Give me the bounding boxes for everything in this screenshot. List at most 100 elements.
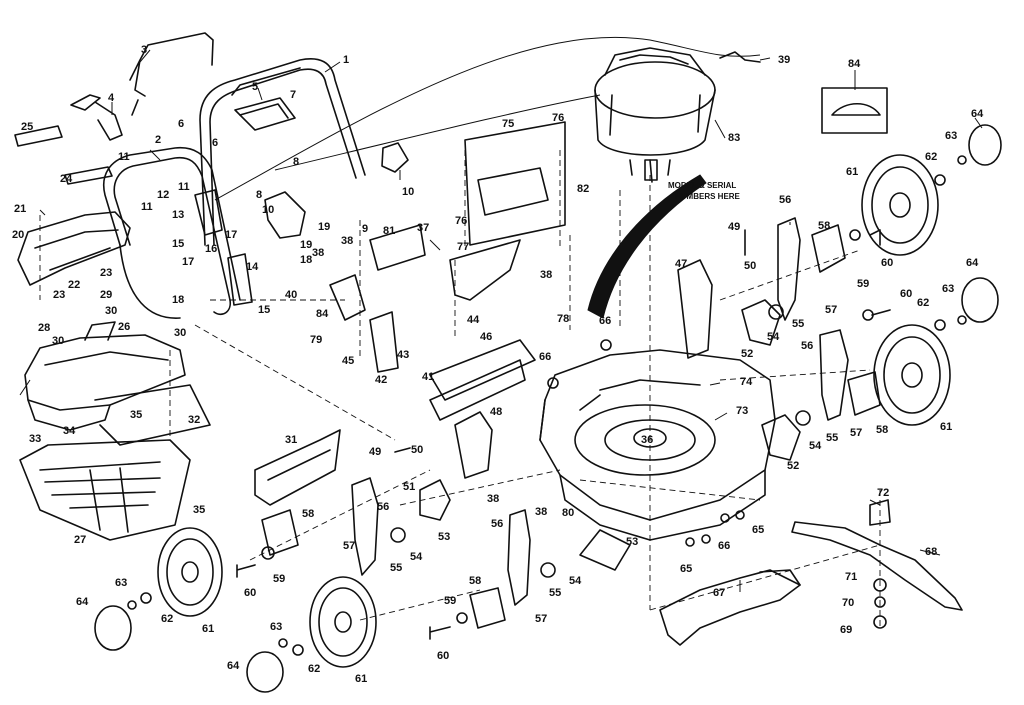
grass-bag	[19, 439, 191, 541]
shield-77	[449, 239, 521, 301]
callout-84b: 84	[316, 308, 329, 320]
callout-30b: 30	[52, 335, 64, 347]
callout-81: 81	[383, 225, 395, 237]
callout-55c: 55	[390, 562, 402, 574]
label-pointer-wedge	[587, 174, 707, 319]
lower-handle	[103, 146, 241, 319]
callout-62c: 62	[161, 613, 173, 625]
callout-62a: 62	[925, 151, 937, 163]
callout-69: 69	[840, 624, 852, 636]
callout-8b: 8	[256, 189, 262, 201]
rear-door	[254, 429, 341, 506]
callout-56a: 56	[779, 194, 791, 206]
callout-66c: 66	[718, 540, 730, 552]
callout-66a: 66	[599, 315, 611, 327]
wheel-front-left	[157, 527, 223, 617]
callout-25: 25	[21, 121, 33, 133]
callout-61a: 61	[846, 166, 858, 178]
callout-53a: 53	[438, 531, 450, 543]
callout-75: 75	[502, 118, 514, 130]
callout-18b: 18	[300, 254, 312, 266]
plate-53-left	[419, 479, 451, 521]
hubcap-64-bottom	[246, 651, 284, 693]
callout-68: 68	[925, 546, 937, 558]
callout-7: 7	[290, 89, 296, 101]
callout-4: 4	[108, 92, 115, 104]
control-panel	[369, 224, 426, 271]
callout-8a: 8	[293, 156, 299, 168]
callout-62b: 62	[917, 297, 929, 309]
height-adjust-47	[677, 259, 713, 359]
cutting-blade	[791, 521, 963, 611]
callout-11b: 11	[178, 181, 190, 193]
hubcap-64-left	[94, 605, 132, 651]
callout-49a: 49	[369, 446, 381, 458]
callout-58b: 58	[876, 424, 888, 436]
washers	[127, 155, 967, 656]
wheel-bracket-58-front	[469, 587, 506, 629]
callout-62d: 62	[308, 663, 320, 675]
callout-12: 12	[157, 189, 169, 201]
adjust-lever-56-right-top	[777, 217, 801, 321]
callout-54c: 54	[410, 551, 423, 563]
callout-59b: 59	[273, 573, 285, 585]
wheel-front-middle	[309, 576, 377, 668]
callout-39: 39	[778, 54, 790, 66]
callout-27: 27	[74, 534, 86, 546]
throttle-cable	[214, 36, 761, 201]
callout-26: 26	[118, 321, 130, 333]
callout-47: 47	[675, 258, 687, 270]
callout-5: 5	[252, 81, 258, 93]
callout-19a: 19	[318, 221, 330, 233]
callout-22: 22	[68, 279, 80, 291]
callout-21: 21	[14, 203, 26, 215]
control-cable	[274, 94, 601, 171]
callout-30a: 30	[105, 305, 117, 317]
callout-73: 73	[736, 405, 748, 417]
callout-63c: 63	[115, 577, 127, 589]
callout-40: 40	[285, 289, 297, 301]
height-adjust-48-left	[454, 411, 493, 479]
callout-61b: 61	[940, 421, 952, 433]
callout-70: 70	[842, 597, 854, 609]
callout-43: 43	[397, 349, 409, 361]
bracket-42	[369, 311, 399, 373]
callout-38b: 38	[312, 247, 324, 259]
callout-56b: 56	[801, 340, 813, 352]
callout-60b: 60	[900, 288, 912, 300]
callout-1: 1	[343, 54, 349, 66]
control-bail	[129, 32, 214, 116]
callout-42: 42	[375, 374, 387, 386]
callout-35b: 35	[193, 504, 205, 516]
callout-54d: 54	[569, 575, 582, 587]
callout-56d: 56	[491, 518, 503, 530]
callout-17a: 17	[225, 229, 237, 241]
callout-2: 2	[155, 134, 161, 146]
wheel-rear-right-top	[861, 154, 939, 256]
callout-83: 83	[728, 132, 740, 144]
callout-77: 77	[457, 241, 469, 253]
callout-31: 31	[285, 434, 297, 446]
muffler	[477, 167, 549, 216]
callout-78: 78	[557, 313, 569, 325]
plate-53-right	[579, 529, 631, 571]
callout-58d: 58	[469, 575, 481, 587]
callout-10a: 10	[402, 186, 414, 198]
callout-23a: 23	[100, 267, 112, 279]
wheel-bracket-58-top	[811, 224, 846, 273]
callout-16: 16	[205, 243, 217, 255]
callout-59a: 59	[857, 278, 869, 290]
decal-24	[64, 166, 113, 185]
control-knob-10	[381, 142, 409, 173]
handle-bracket-14	[227, 253, 253, 306]
callout-64d: 64	[227, 660, 240, 672]
engine	[594, 47, 716, 183]
callout-58c: 58	[302, 508, 314, 520]
callout-44: 44	[467, 314, 480, 326]
handle-bracket-13	[194, 189, 223, 236]
bolts	[236, 229, 891, 640]
callout-9: 9	[362, 223, 368, 235]
callout-52a: 52	[741, 348, 753, 360]
